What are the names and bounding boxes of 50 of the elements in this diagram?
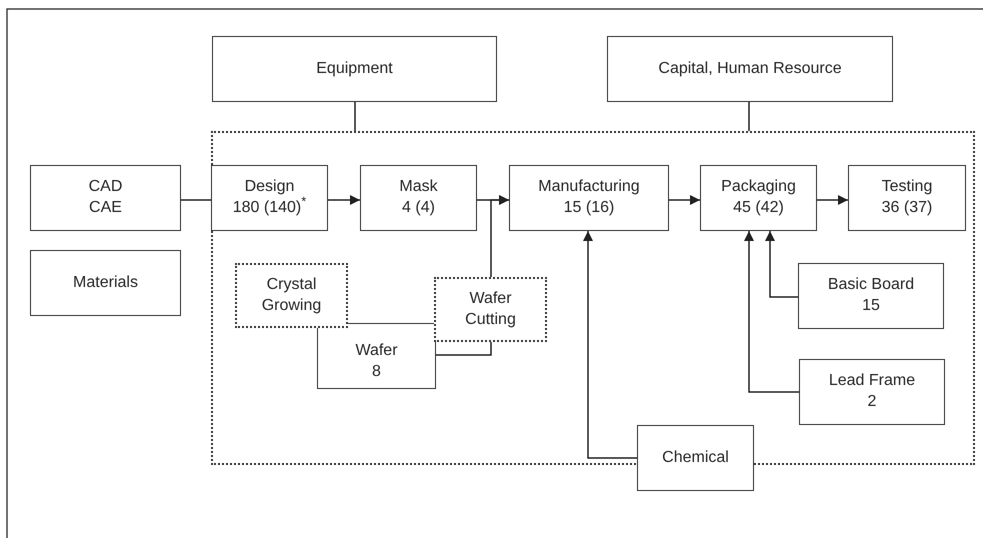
node-value: 4 (4) — [402, 198, 435, 218]
arrow — [328, 195, 360, 205]
node-label: Lead Frame — [828, 371, 916, 392]
node-label: Equipment — [316, 58, 393, 79]
process-box — [30, 250, 181, 316]
dotted-process-box — [434, 277, 547, 342]
process-box — [848, 165, 966, 231]
process-box — [700, 165, 817, 231]
dotted-process-box — [235, 263, 348, 328]
node-label: Crystal Growing — [260, 274, 322, 316]
connector-line — [436, 342, 492, 356]
node-value: 180 (140)$^{*}$ — [232, 198, 306, 218]
process-box — [607, 36, 893, 102]
node-label: Wafer — [355, 341, 398, 362]
arrow — [765, 231, 798, 298]
node-label: Testing — [882, 177, 932, 198]
arrow — [817, 195, 848, 205]
process-box — [317, 323, 436, 389]
connector-line — [748, 102, 750, 131]
node-label: Design — [244, 177, 294, 198]
node-value: 15 (16) — [564, 198, 614, 218]
process-box — [212, 36, 497, 102]
node-value: 15 — [862, 296, 880, 316]
node-label: Packaging — [721, 177, 796, 198]
node-label: Wafer Cutting — [464, 288, 517, 330]
connector-line — [181, 199, 211, 201]
node-label: Mask — [399, 177, 438, 198]
process-box — [798, 263, 944, 329]
arrow — [490, 195, 509, 277]
arrow — [669, 195, 700, 205]
node-value: 2 — [868, 392, 876, 412]
node-label: Manufacturing — [538, 177, 640, 198]
process-box — [509, 165, 669, 231]
node-value: 36 (37) — [882, 198, 932, 218]
node-value: 45 (42) — [733, 198, 784, 218]
node-label: Materials — [73, 272, 138, 293]
node-label: Chemical — [662, 448, 729, 468]
process-box — [799, 359, 945, 425]
process-box — [637, 425, 754, 491]
node-label: Basic Board — [828, 275, 914, 296]
process-box — [360, 165, 477, 231]
arrow — [583, 231, 637, 459]
node-value: CAE — [89, 198, 122, 218]
process-box — [30, 165, 181, 231]
node-label: Capital, Human Resource — [658, 58, 842, 79]
node-value: 8 — [372, 362, 381, 382]
connector-line — [354, 102, 356, 131]
arrow — [744, 231, 799, 393]
node-label: CAD — [88, 177, 122, 198]
process-box — [211, 165, 328, 231]
